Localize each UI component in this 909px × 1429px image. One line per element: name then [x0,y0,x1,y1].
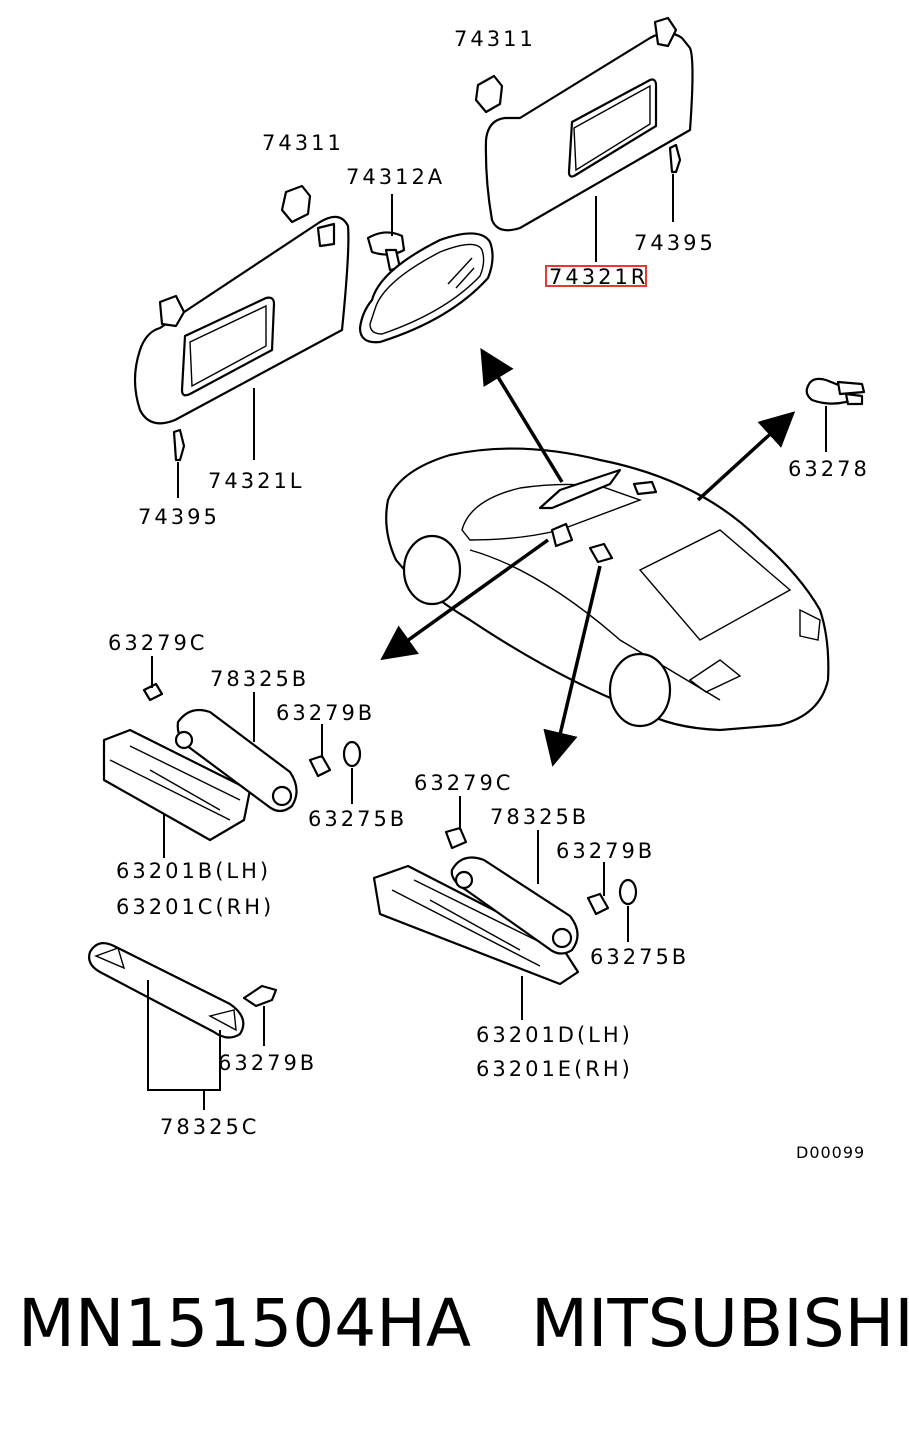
label-63279B-right: 63279B [556,839,655,863]
label-74395-right: 74395 [634,231,716,255]
label-63275B-left: 63275B [308,807,407,831]
label-63201C: 63201C(RH) [116,895,274,919]
label-63278: 63278 [788,457,870,481]
label-63279C-left: 63279C [108,631,207,655]
label-63279B-left: 63279B [276,701,375,725]
label-63279B-bottom: 63279B [218,1051,317,1075]
label-74321L: 74321L [208,469,305,493]
highlight-box [545,265,647,287]
label-63201D: 63201D(LH) [476,1023,633,1047]
label-74312A: 74312A [346,165,445,189]
pointer-arrows [380,348,796,767]
sun-visor-right [474,16,694,262]
label-74321R: 74321R [549,265,648,289]
rear-view-mirror [358,194,494,344]
label-78325B-left: 78325B [210,667,309,691]
label-63201E: 63201E(RH) [476,1057,633,1081]
cap-63278 [805,377,866,452]
label-74311-right: 74311 [454,27,536,51]
label-78325C: 78325C [160,1115,259,1139]
label-78325B-right: 78325B [490,805,589,829]
diagram-code: D00099 [796,1143,865,1162]
brand-name: MITSUBISHI [531,1284,909,1362]
grip-assembly-left [102,656,362,858]
label-74311-left: 74311 [262,131,344,155]
car-body [385,447,830,732]
footer: MN151504HA MITSUBISHI [18,1278,909,1368]
grip-handle-bottom [88,941,278,1110]
label-63279C-right: 63279C [414,771,513,795]
label-63275B-right: 63275B [590,945,689,969]
part-number: MN151504HA [18,1284,472,1362]
sun-visor-left [133,184,350,498]
label-74395-left: 74395 [138,505,220,529]
grip-assembly-right [372,796,638,1020]
label-63201B: 63201B(LH) [116,859,271,883]
